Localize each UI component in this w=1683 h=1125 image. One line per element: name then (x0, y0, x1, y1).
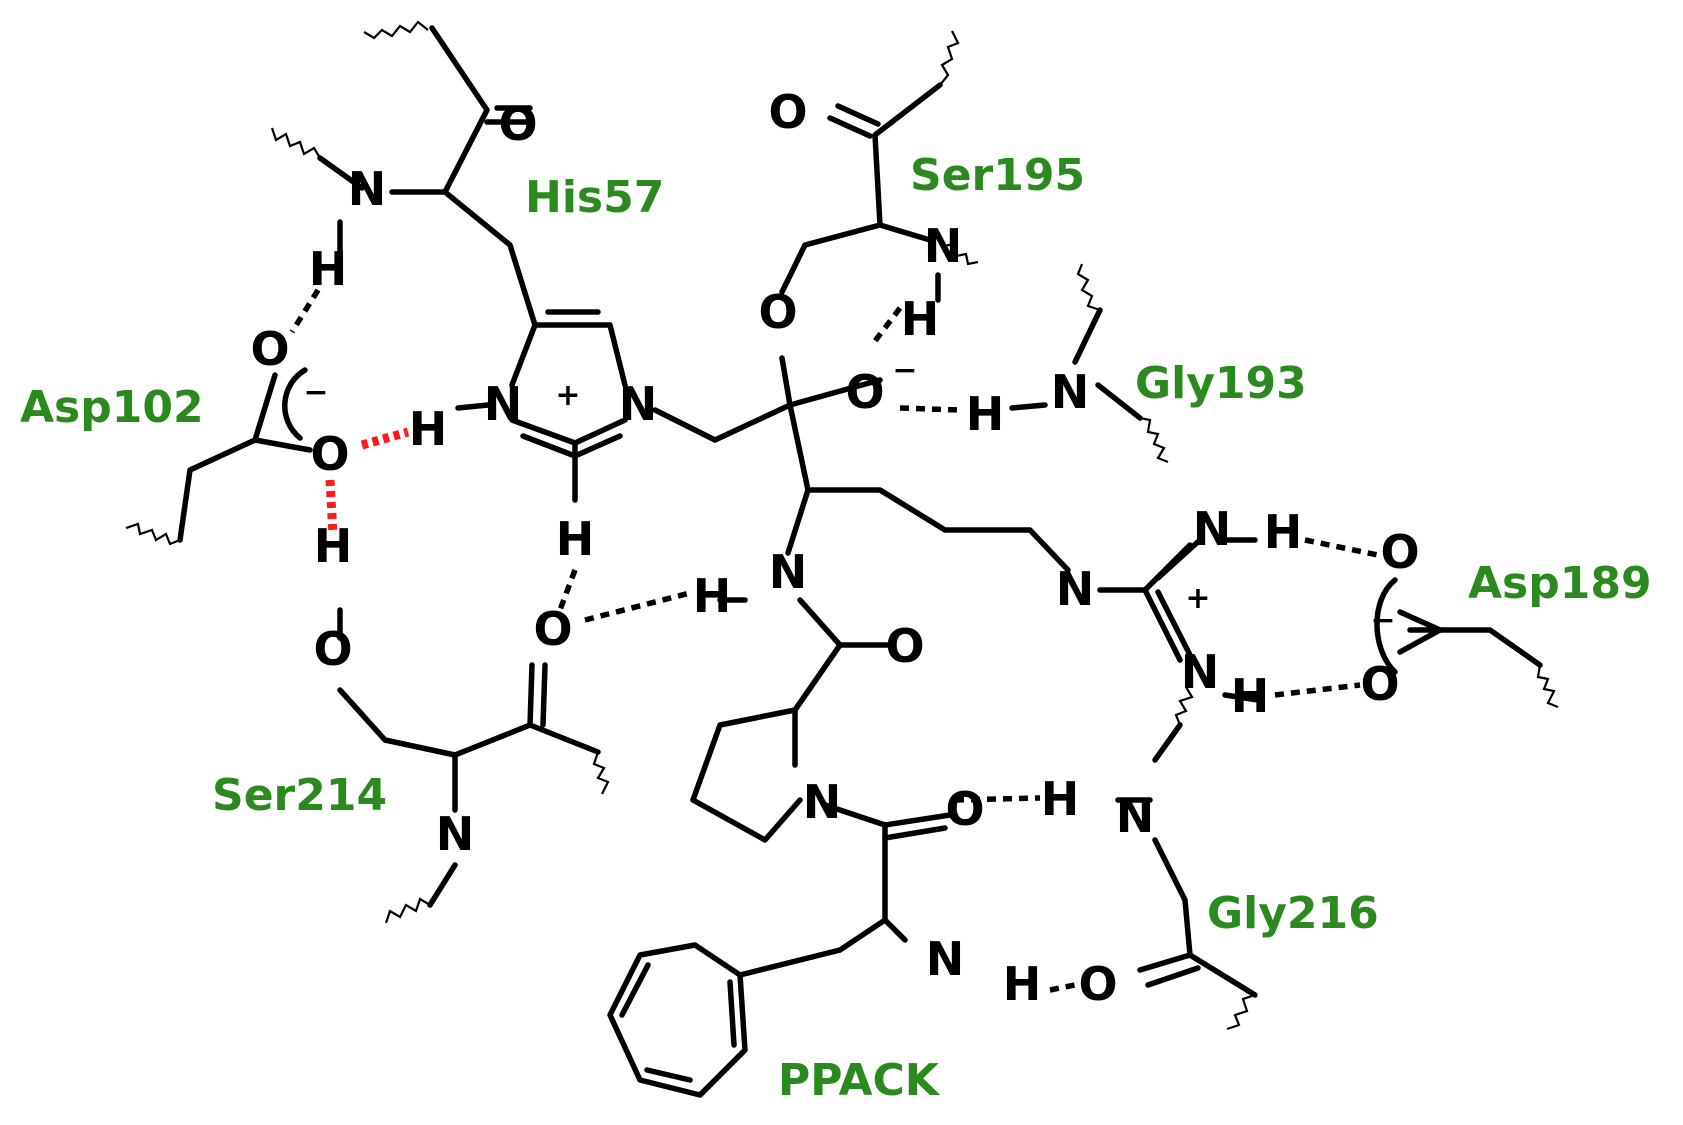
label-asp102: Asp102 (20, 382, 204, 433)
label-ser195: Ser195 (910, 150, 1085, 201)
atom-o-ser214-og: O (313, 622, 352, 676)
atom-h-his57: H (309, 242, 348, 296)
atom-o-oxyanion: O (845, 365, 884, 419)
atom-h-gly216-a: H (1041, 772, 1080, 826)
charge-plus-guanidine: + (1185, 581, 1210, 616)
charge-plus-imidazole: + (555, 378, 580, 413)
atom-h-gly193: H (966, 387, 1005, 441)
atom-o-his57-carbonyl: O (498, 97, 537, 151)
atom-h-guanidine-2: H (1231, 669, 1270, 723)
atom-n-gly193: N (1051, 365, 1090, 419)
atom-o-asp189-b: O (1360, 657, 1399, 711)
residue-labels: His57 Ser195 Asp102 Gly193 Asp189 Ser214… (20, 150, 1652, 1106)
label-his57: His57 (525, 172, 664, 223)
atom-o-gly216-carbonyl: O (1078, 957, 1117, 1011)
charge-minus-oxyanion: − (892, 353, 917, 388)
bond-lines (177, 25, 1543, 1098)
atom-n-guanidine-3: N (1056, 562, 1095, 616)
atom-n-proline: N (803, 775, 842, 829)
atom-n-ppack-amide: N (769, 545, 808, 599)
atom-n-ser195: N (924, 219, 963, 273)
atom-o-asp102-b: O (310, 427, 349, 481)
atom-h-ppack-nh: H (693, 569, 732, 623)
atom-n-ser214: N (436, 807, 475, 861)
strong-hbond-ser-asp (325, 479, 338, 536)
atom-o-ser195-carbonyl: O (768, 85, 807, 139)
charge-minus-asp189: − (1370, 603, 1395, 638)
atom-n-imidazole-2: N (619, 377, 658, 431)
atom-o-ppack-carbonyl-2: O (945, 782, 984, 836)
label-ser214: Ser214 (212, 770, 387, 821)
atom-n-ppack-phe: N (926, 932, 965, 986)
squiggle-bonds (125, 20, 1559, 1031)
label-ppack: PPACK (778, 1055, 941, 1106)
charge-minus-asp102: − (303, 375, 328, 410)
label-gly216: Gly216 (1207, 888, 1379, 939)
atom-n-his57: N (348, 162, 387, 216)
label-gly193: Gly193 (1135, 358, 1307, 409)
atom-n-guanidine-1: N (1193, 502, 1232, 556)
strong-hbond-his-asp (360, 427, 410, 450)
atom-n-gly216: N (1116, 789, 1155, 843)
atom-o-ser195-og: O (758, 285, 797, 339)
atom-o-ppack-carbonyl-1: O (885, 619, 924, 673)
atom-o-asp102-a: O (250, 322, 289, 376)
label-asp189: Asp189 (1468, 558, 1652, 609)
atom-o-asp189-a: O (1380, 525, 1419, 579)
atom-labels: O N H O − O H N + N H O H N O O N H O O … (250, 85, 1419, 1011)
hydrogen-bonds (289, 288, 1379, 993)
atom-h-ser214: H (314, 519, 353, 573)
atom-o-ser214-carbonyl: O (533, 602, 572, 656)
atom-h-guanidine-1: H (1264, 505, 1303, 559)
atom-n-guanidine-2: N (1181, 645, 1220, 699)
atom-h-imidazole-ch: H (556, 512, 595, 566)
atom-h-imidazole: H (409, 402, 448, 456)
atom-h-ppack-phe: H (1003, 957, 1042, 1011)
atom-n-imidazole-1: N (484, 377, 523, 431)
atom-h-ser195: H (901, 292, 940, 346)
